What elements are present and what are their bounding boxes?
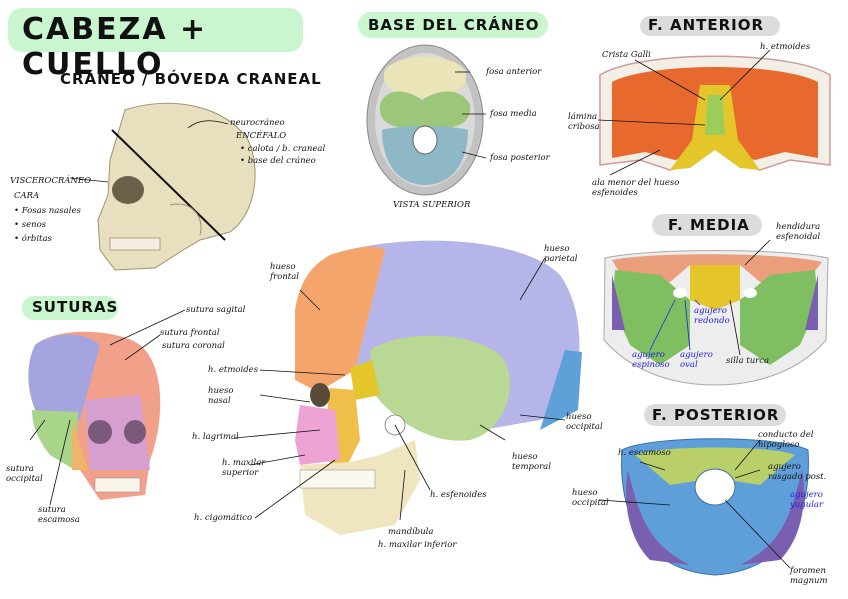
label-senos: • senos (14, 220, 47, 230)
colored-skull-illustration (295, 240, 582, 535)
label-fosa-posterior: fosa posterior (490, 153, 550, 163)
label-agujero-oval: agujero oval (680, 350, 713, 370)
label-sutura-escamosa: sutura escamosa (38, 505, 80, 525)
label-encefalo: ENCÉFALO (236, 131, 287, 141)
heading-anterior: F. ANTERIOR (648, 16, 765, 34)
skull-lateral-illustration (97, 102, 256, 271)
label-fosa-media: fosa media (490, 109, 537, 119)
heading-base: BASE DEL CRÁNEO (368, 16, 540, 34)
label-mandibula: mandíbula (388, 527, 434, 537)
base-highlight (358, 12, 548, 38)
label-h-etmoides: h. etmoides (208, 365, 259, 375)
label-h-maxilar-superior: h. maxilar superior (222, 458, 266, 478)
label-hueso-nasal: hueso nasal (208, 386, 234, 406)
label-h-cigomatico: h. cigomático (194, 513, 253, 523)
posterior-fossa-illustration (621, 438, 809, 576)
label-lamina-cribosa: lámina cribosa (568, 112, 600, 132)
label-hueso-occipital: hueso occipital (566, 412, 603, 432)
anterior-highlight (640, 16, 780, 36)
label-neurocraneo: neurocráneo (230, 118, 285, 128)
label-ala-menor: ala menor del hueso esfenoides (592, 178, 680, 198)
label-h-maxilar-inferior: h. maxilar inferior (378, 540, 457, 550)
label-cara: CARA (14, 191, 40, 201)
label-h-escamoso: h. escamoso (618, 448, 671, 458)
label-orbitas: • órbitas (14, 234, 52, 244)
anterior-fossa-illustration (599, 55, 831, 171)
title-highlight: CABEZA + CUELLO (8, 8, 303, 82)
label-fosas-nasales: • Fosas nasales (14, 206, 81, 216)
label-sutura-sagital: sutura sagital (186, 305, 246, 315)
label-calota: • calota / b. craneal (240, 144, 326, 154)
label-conducto-hipogloso: conducto del hipogloso (758, 430, 814, 450)
label-agujero-espinoso: agujero espinoso (632, 350, 670, 370)
posterior-highlight (644, 404, 786, 426)
label-hueso-frontal: hueso frontal (270, 262, 300, 282)
label-base-craneo: • base del cráneo (240, 156, 316, 166)
suturas-highlight (22, 296, 118, 320)
label-fosa-anterior: fosa anterior (486, 67, 542, 77)
label-silla-turca: silla turca (726, 356, 770, 366)
label-agujero-rasgado: agujero rasgado post. (768, 462, 827, 482)
label-etmoides-anterior: h. etmoides (760, 42, 811, 52)
leader-lines (29, 49, 791, 569)
blue-leader-lines (649, 299, 701, 351)
heading-media: F. MEDIA (668, 216, 750, 234)
label-sutura-coronal: sutura coronal (162, 341, 225, 351)
label-h-lagrimal: h. lagrimal (192, 432, 239, 442)
media-highlight (652, 214, 762, 236)
label-crista-galli: Crista Galli (602, 50, 651, 60)
label-sutura-frontal: sutura frontal (160, 328, 220, 338)
label-foramen-magnum: foramen magnum (790, 566, 828, 586)
middle-fossa-illustration (603, 250, 829, 386)
label-viscerocraneo: VISCEROCRÁNEO (10, 176, 92, 186)
sutures-skull-illustration (28, 331, 161, 500)
heading-posterior: F. POSTERIOR (652, 406, 780, 424)
heading-suturas: SUTURAS (32, 298, 119, 316)
label-sutura-occipital: sutura occipital (6, 464, 43, 484)
page-title: CABEZA + CUELLO (22, 12, 208, 82)
heading-craneo: CRÁNEO / BÓVEDA CRANEAL (60, 70, 322, 88)
label-hendidura: hendidura esfenoidal (776, 222, 821, 242)
label-vista-superior: VISTA SUPERIOR (393, 200, 471, 210)
label-agujero-redondo: agujero redondo (694, 306, 730, 326)
label-hueso-temporal: hueso temporal (512, 452, 551, 472)
label-agujero-yugular: agujero yugular (790, 490, 824, 510)
label-h-esfenoides: h. esfenoides (430, 490, 487, 500)
label-hueso-occipital-posterior: hueso occipital (572, 488, 609, 508)
skull-base-illustration (366, 44, 484, 196)
label-hueso-parietal: hueso parietal (544, 244, 578, 264)
